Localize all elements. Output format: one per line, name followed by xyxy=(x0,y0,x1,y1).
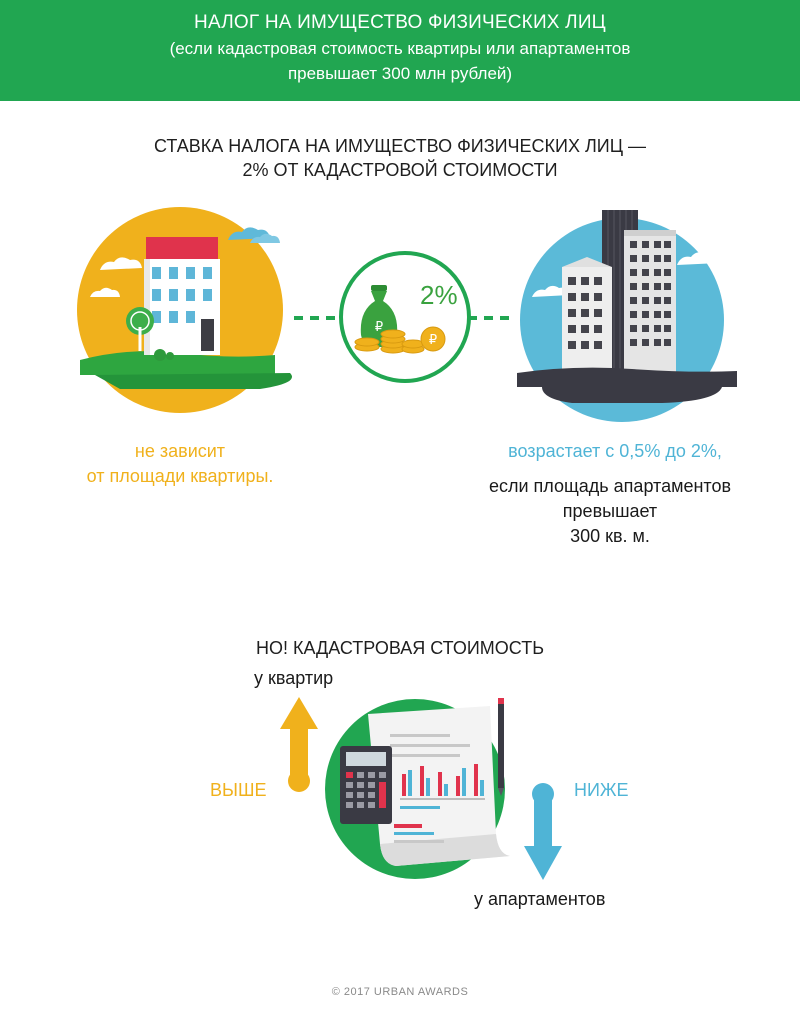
header-title: НАЛОГ НА ИМУЩЕСТВО ФИЗИЧЕСКИХ ЛИЦ xyxy=(194,12,606,33)
footer-copyright: © 2017 URBAN AWARDS xyxy=(331,986,469,998)
skyscraper-icon xyxy=(517,210,737,422)
house-icon xyxy=(77,207,292,413)
up-label: у квартир xyxy=(254,668,334,688)
rate-title-line2: 2% ОТ КАДАСТРОВОЙ СТОИМОСТИ xyxy=(242,160,558,180)
cadastral-title: НО! КАДАСТРОВАЯ СТОИМОСТЬ xyxy=(255,638,545,658)
svg-text:₽: ₽ xyxy=(375,320,383,335)
connector-right xyxy=(468,316,516,320)
document-chart-icon xyxy=(368,706,510,866)
commercial-caption-line2: превышает xyxy=(562,501,658,521)
svg-text:₽: ₽ xyxy=(429,333,437,348)
header-banner: НАЛОГ НА ИМУЩЕСТВО ФИЗИЧЕСКИХ ЛИЦ (если … xyxy=(0,0,800,101)
down-label: у апартаментов xyxy=(474,889,606,909)
header-subtitle-line2: превышает 300 млн рублей) xyxy=(287,64,513,83)
rate-badge: 2% xyxy=(420,280,458,310)
money-bag-icon: ₽ ₽ xyxy=(339,251,471,383)
connector-left xyxy=(294,316,342,320)
higher-label: ВЫШЕ xyxy=(210,780,267,800)
cadastral-illustration xyxy=(325,698,510,879)
apartment-caption-line2: от площади квартиры. xyxy=(86,466,274,486)
rate-title-line1: СТАВКА НАЛОГА НА ИМУЩЕСТВО ФИЗИЧЕСКИХ ЛИ… xyxy=(153,136,647,156)
arrow-up-icon xyxy=(280,697,318,792)
commercial-caption-line1: если площадь апартаментов xyxy=(488,476,732,496)
apartment-caption-line1: не зависит xyxy=(134,441,226,461)
pencil-icon xyxy=(498,698,504,796)
calculator-icon xyxy=(340,746,392,824)
commercial-caption-highlight: возрастает с 0,5% до 2%, xyxy=(508,441,722,461)
arrow-down-icon xyxy=(524,783,562,880)
commercial-caption-line3: 300 кв. м. xyxy=(570,526,650,546)
lower-label: НИЖЕ xyxy=(574,780,629,800)
header-subtitle-line1: (если кадастровая стоимость квартиры или… xyxy=(169,39,631,58)
